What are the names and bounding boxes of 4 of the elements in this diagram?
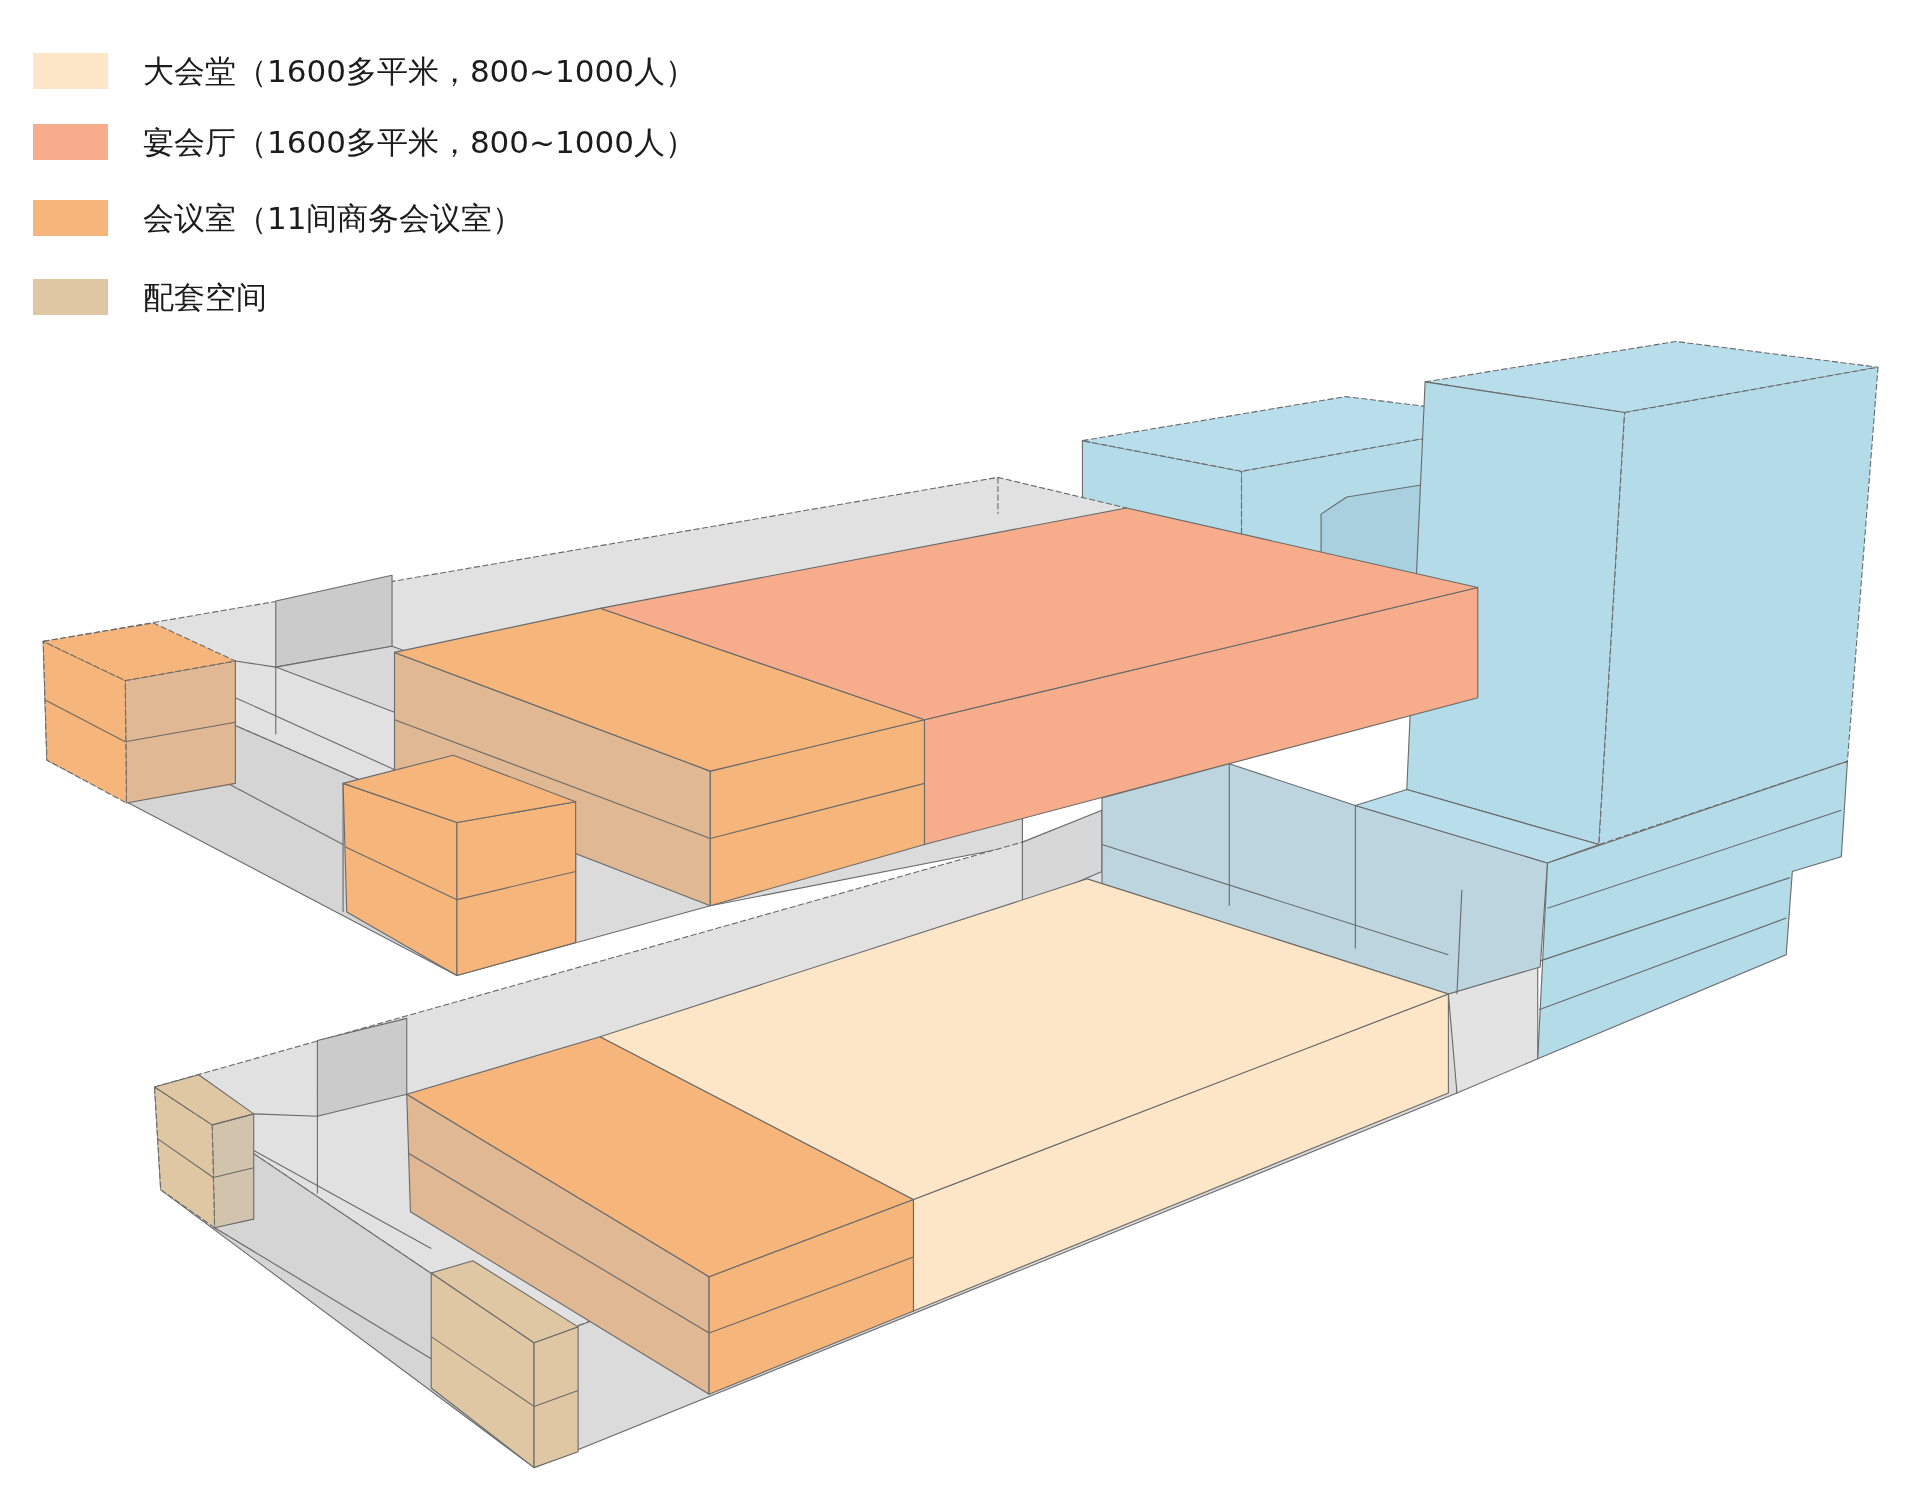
legend-label: 大会堂（1600多平米，800~1000人） <box>143 53 696 89</box>
legend-label: 宴会厅（1600多平米，800~1000人） <box>143 124 696 160</box>
legend-label: 会议室（11间商务会议室） <box>143 200 524 236</box>
legend-label: 配套空间 <box>143 279 267 315</box>
